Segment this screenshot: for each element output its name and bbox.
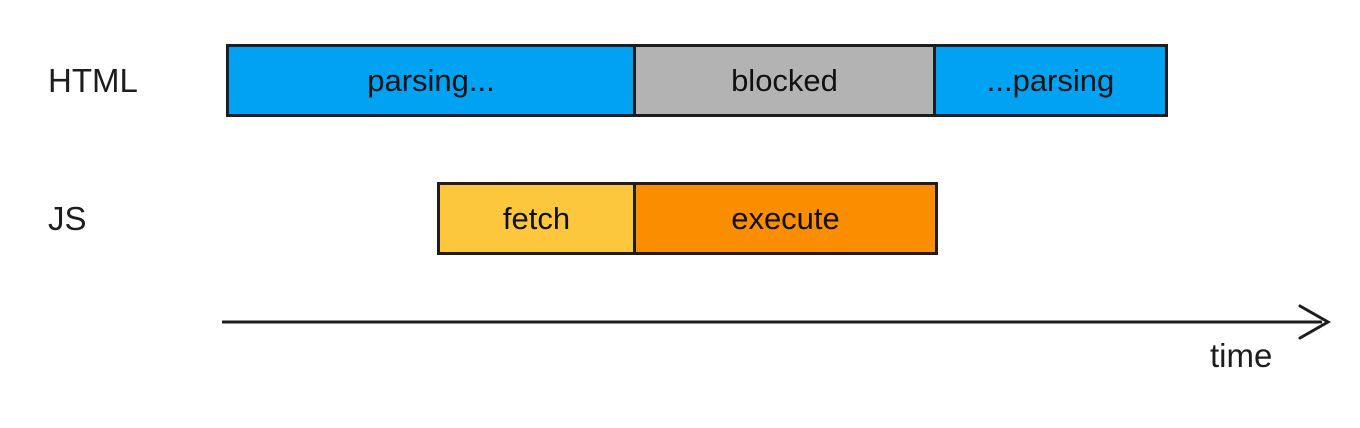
bar-segment-js-fetch: fetch	[437, 182, 636, 255]
bar-segment-label: fetch	[502, 200, 571, 236]
bar-segment-label: ...parsing	[986, 62, 1115, 98]
time-axis-label: time	[1210, 337, 1273, 374]
bar-segment-js-execute: execute	[633, 182, 938, 255]
bar-segment-label: parsing...	[367, 62, 495, 98]
bar-segment-label: blocked	[731, 62, 838, 98]
bar-segment-html-parsing-start: parsing...	[226, 44, 636, 117]
row-label-js: JS	[48, 200, 87, 237]
row-label-html: HTML	[48, 62, 138, 99]
bar-segment-html-blocked: blocked	[633, 44, 936, 117]
bar-segment-html-parsing-resume: ...parsing	[933, 44, 1168, 117]
bar-segment-label: execute	[731, 200, 840, 236]
